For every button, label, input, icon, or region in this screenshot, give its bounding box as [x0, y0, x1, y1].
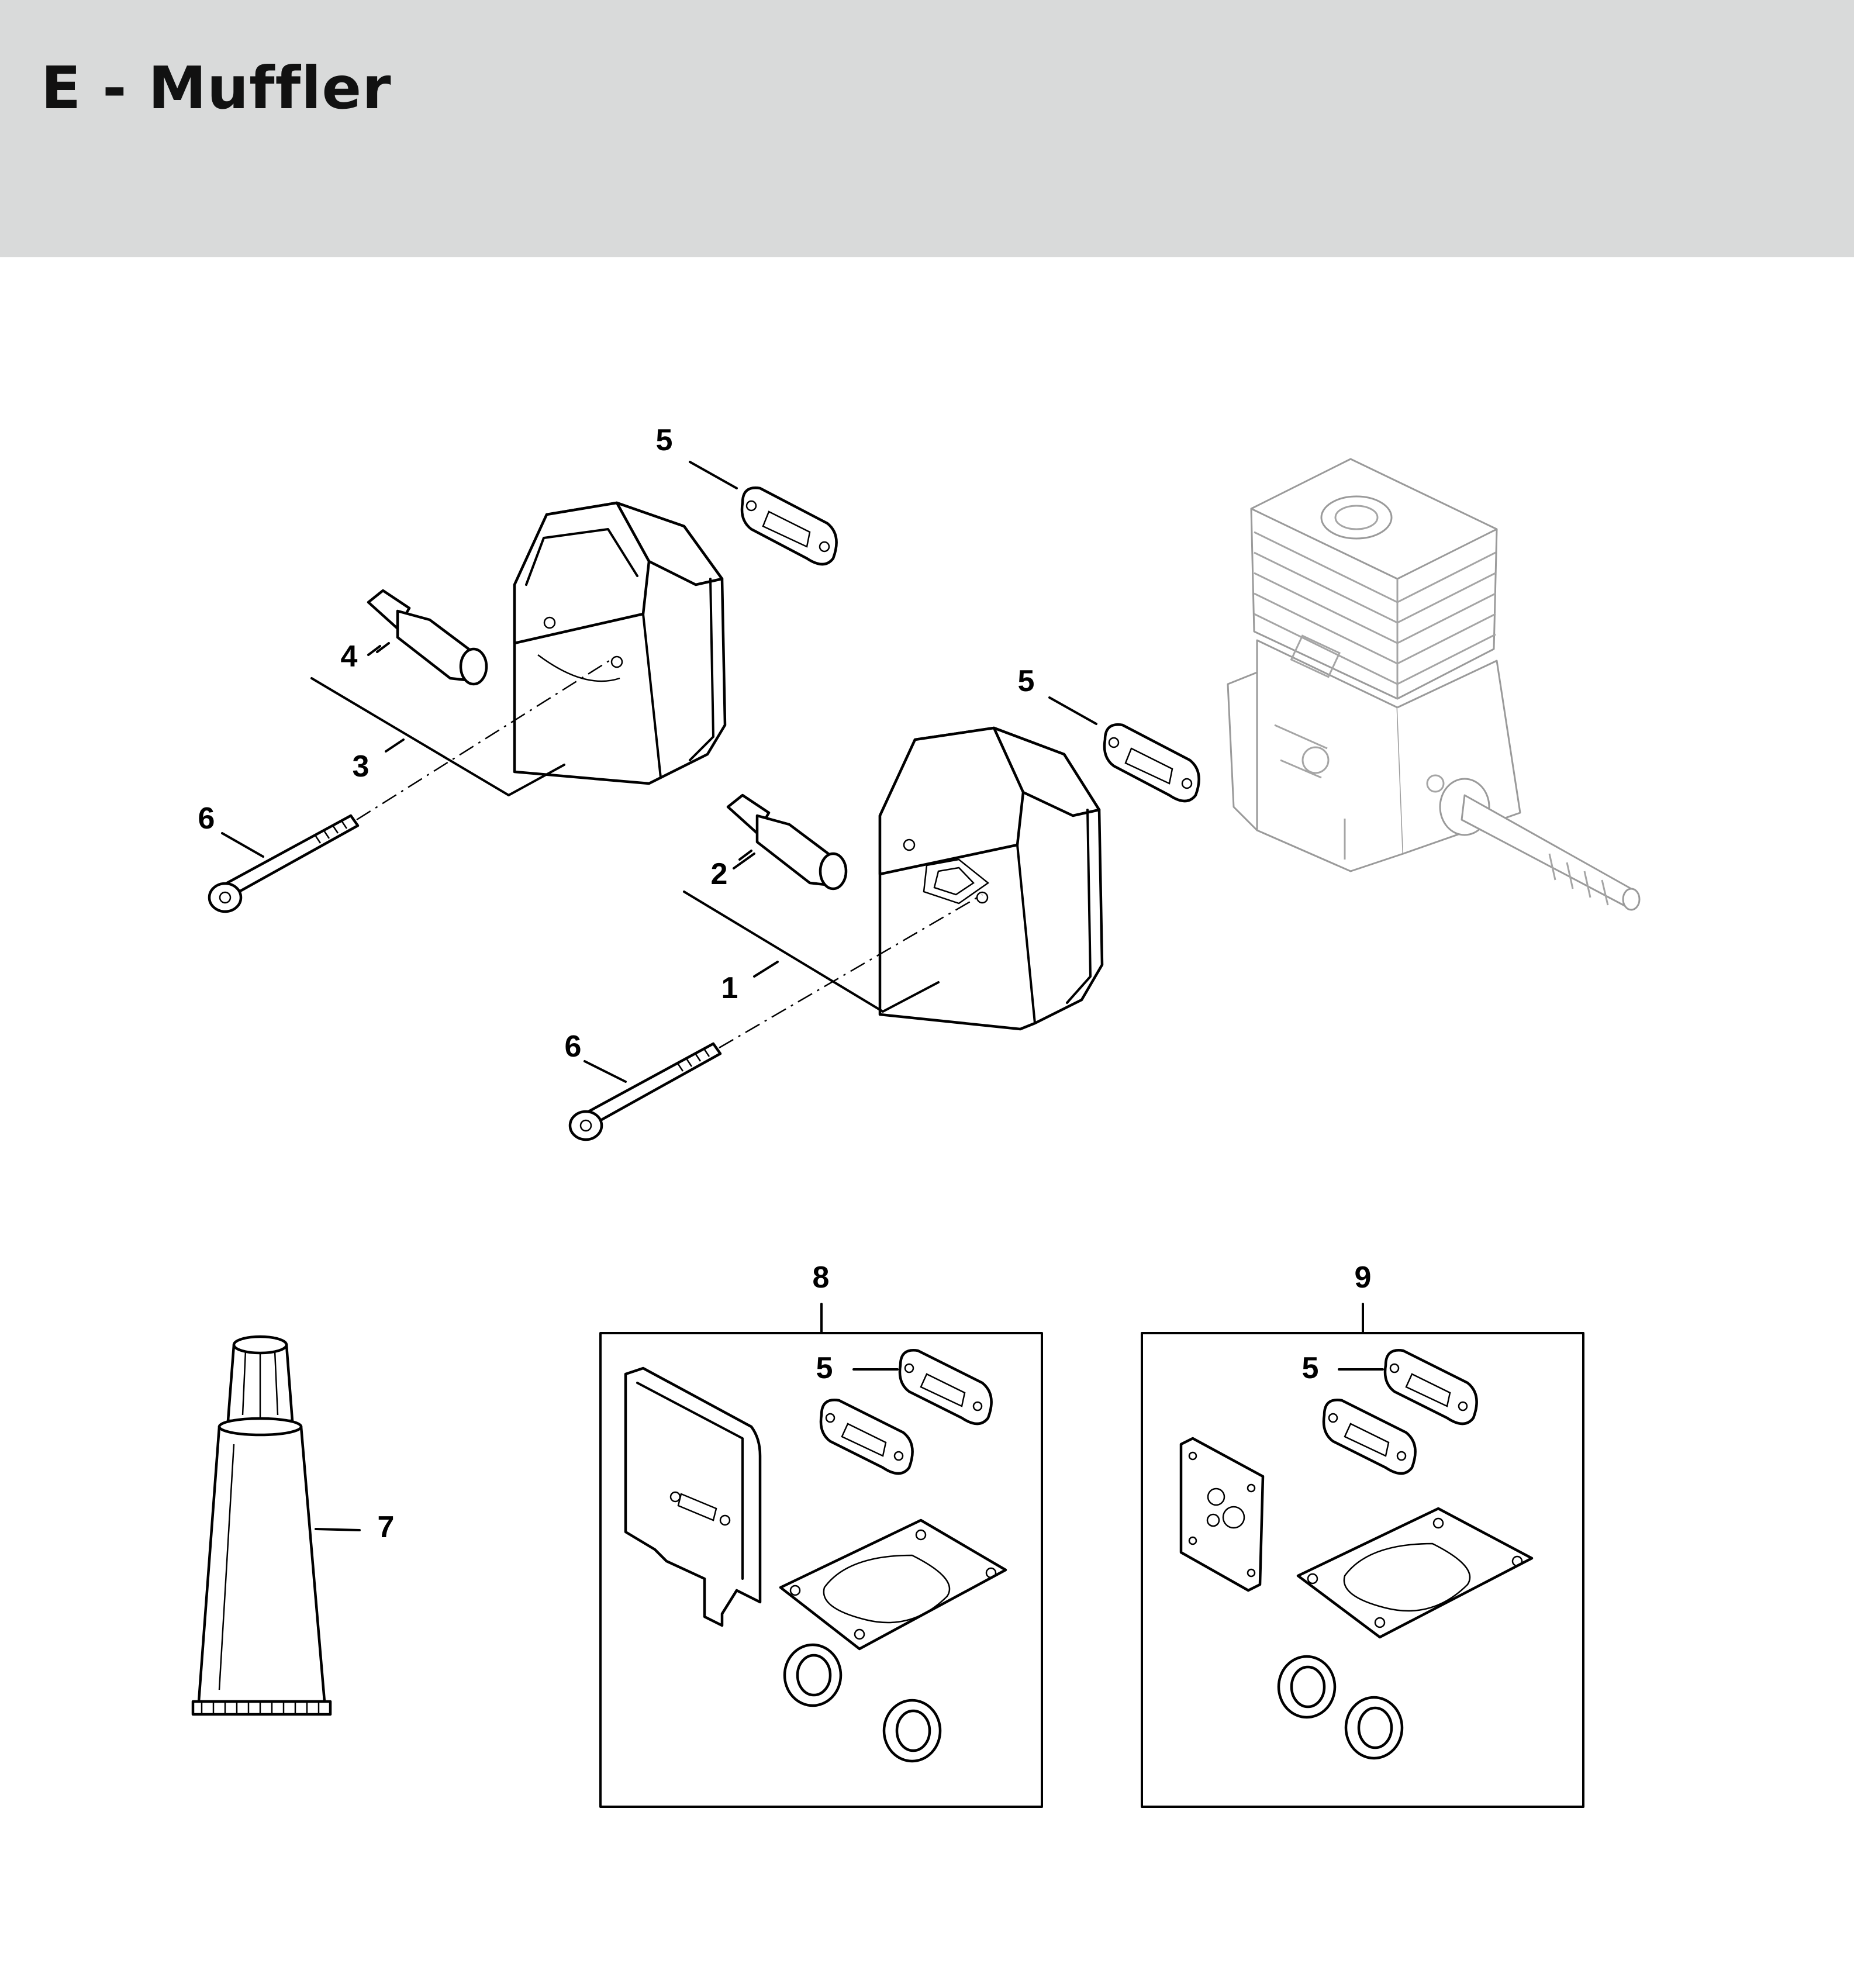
spark-arrestor-upper	[367, 589, 488, 686]
callout-label-tube: 7	[378, 1510, 395, 1544]
callout-labels: 5 4 3 6 5 2 1 6 8 9 7 5 5	[198, 423, 1372, 1544]
callout-label-screw-upper: 6	[198, 802, 215, 836]
callout-label-gasket-top: 5	[656, 423, 673, 457]
callout-label-arrestor-lower: 2	[711, 857, 728, 891]
callout-label-kit9-gasket: 5	[1302, 1351, 1319, 1385]
page-title: E - Muffler	[41, 54, 392, 122]
upper-assembly-axis	[356, 657, 614, 821]
spark-arrestor-lower	[726, 793, 848, 891]
sealant-tube	[191, 1335, 332, 1716]
engine-ghost-illustration	[1227, 458, 1641, 911]
gasket-top	[740, 486, 838, 566]
callout-label-kit-8: 8	[813, 1261, 830, 1295]
callout-label-arrestor-upper: 4	[341, 640, 358, 674]
leader-lines	[221, 461, 1384, 1531]
muffler-lower	[878, 726, 1104, 1031]
page-header: E - Muffler	[0, 0, 1854, 257]
callout-label-kit8-gasket: 5	[816, 1351, 833, 1385]
gasket-middle	[1103, 723, 1200, 803]
lower-assembly-axis	[719, 893, 983, 1049]
callout-label-gasket-middle: 5	[1018, 664, 1035, 698]
callout-label-muffler-lower: 1	[721, 971, 738, 1005]
upper-bracket-lines	[310, 645, 565, 796]
callout-label-kit-9: 9	[1355, 1261, 1372, 1295]
lower-bracket-lines	[683, 850, 940, 1013]
screw-upper	[208, 814, 360, 913]
kit-box-8	[599, 1332, 1043, 1808]
callout-label-screw-lower: 6	[565, 1030, 582, 1064]
screw-lower	[568, 1042, 722, 1141]
callout-label-muffler-upper: 3	[353, 750, 370, 784]
muffler-upper	[513, 501, 727, 785]
kit-box-9	[1141, 1332, 1584, 1808]
